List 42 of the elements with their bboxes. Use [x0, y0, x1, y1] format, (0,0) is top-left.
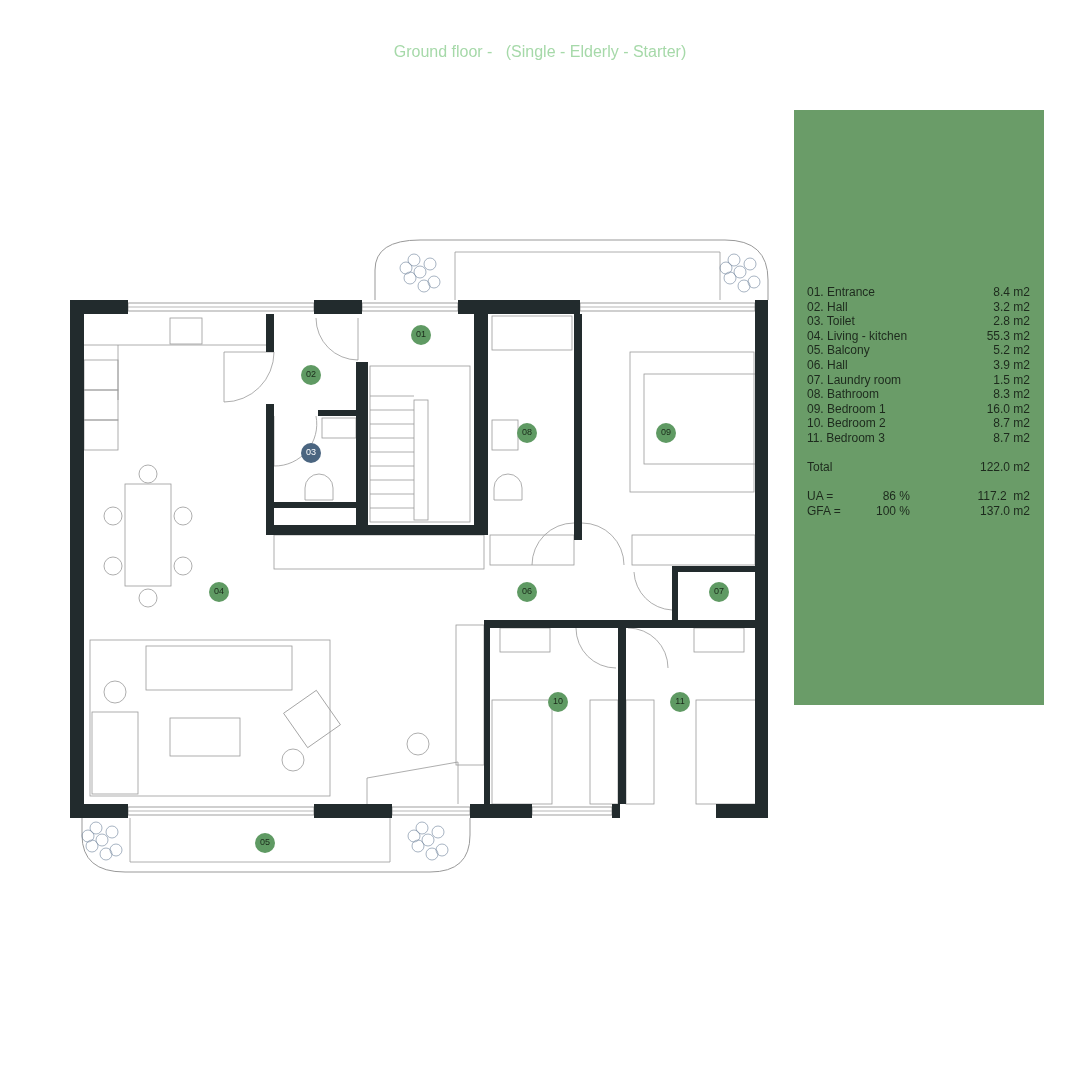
area-table-text: 8.3 m2 [993, 387, 1030, 402]
area-table-text: 10. Bedroom 2 [807, 416, 886, 431]
room-number-badge: 06 [517, 582, 537, 602]
area-table-text: 06. Hall [807, 358, 848, 372]
area-table-text: 2.8 m2 [993, 314, 1030, 329]
area-table-text: Total [807, 460, 833, 475]
area-table-text: 5.2 m2 [993, 343, 1030, 358]
area-table-text: 09. Bedroom 1 [807, 401, 886, 416]
room-number-badge: 11 [670, 692, 690, 712]
area-table-text: 01. Entrance [807, 285, 876, 299]
area-table-text: 8.7 m2 [993, 431, 1030, 445]
area-table-text: 02. Hall [807, 299, 848, 314]
area-table-text: 11. Bedroom 3 [807, 431, 885, 445]
room-number-badge: 05 [255, 833, 275, 853]
room-number-badge: 01 [411, 325, 431, 345]
area-table-text: 137.0 m2 [979, 504, 1030, 518]
area-table-text: 3.2 m2 [993, 299, 1030, 314]
area-table-text: 55.3 m2 [986, 328, 1030, 343]
area-table-text: 3.9 m2 [993, 358, 1030, 372]
area-table-text: 86 % [882, 489, 910, 504]
area-table-text: 05. Balcony [807, 343, 870, 358]
area-table-text: 100 % [875, 504, 910, 518]
room-number-badge: 04 [209, 582, 229, 602]
area-table-text: 122.0 m2 [979, 460, 1030, 475]
room-number-badge: 02 [301, 365, 321, 385]
room-number-badge: 03 [301, 443, 321, 463]
title: Ground floor - (Single - Elderly - Starter) [392, 42, 688, 62]
area-table-text: GFA = [807, 504, 841, 518]
area-table-text: 08. Bathroom [807, 387, 880, 402]
area-table-text: 07. Laundry room [807, 372, 902, 387]
area-table-text: 04. Living - kitchen [807, 328, 908, 343]
room-number-badge: 07 [709, 582, 729, 602]
room-number-badge: 08 [517, 423, 537, 443]
room-number-badge: 10 [548, 692, 568, 712]
room-number-badge: 09 [656, 423, 676, 443]
area-table-text: 03. Toilet [807, 314, 855, 329]
area-table-text: 117.2 m2 [977, 489, 1030, 504]
area-table-text: 16.0 m2 [986, 401, 1030, 416]
area-table-text: 8.4 m2 [993, 285, 1030, 299]
area-table-text: 1.5 m2 [993, 372, 1030, 387]
area-table-text: 8.7 m2 [993, 416, 1030, 431]
area-table-text: UA = [807, 489, 834, 504]
